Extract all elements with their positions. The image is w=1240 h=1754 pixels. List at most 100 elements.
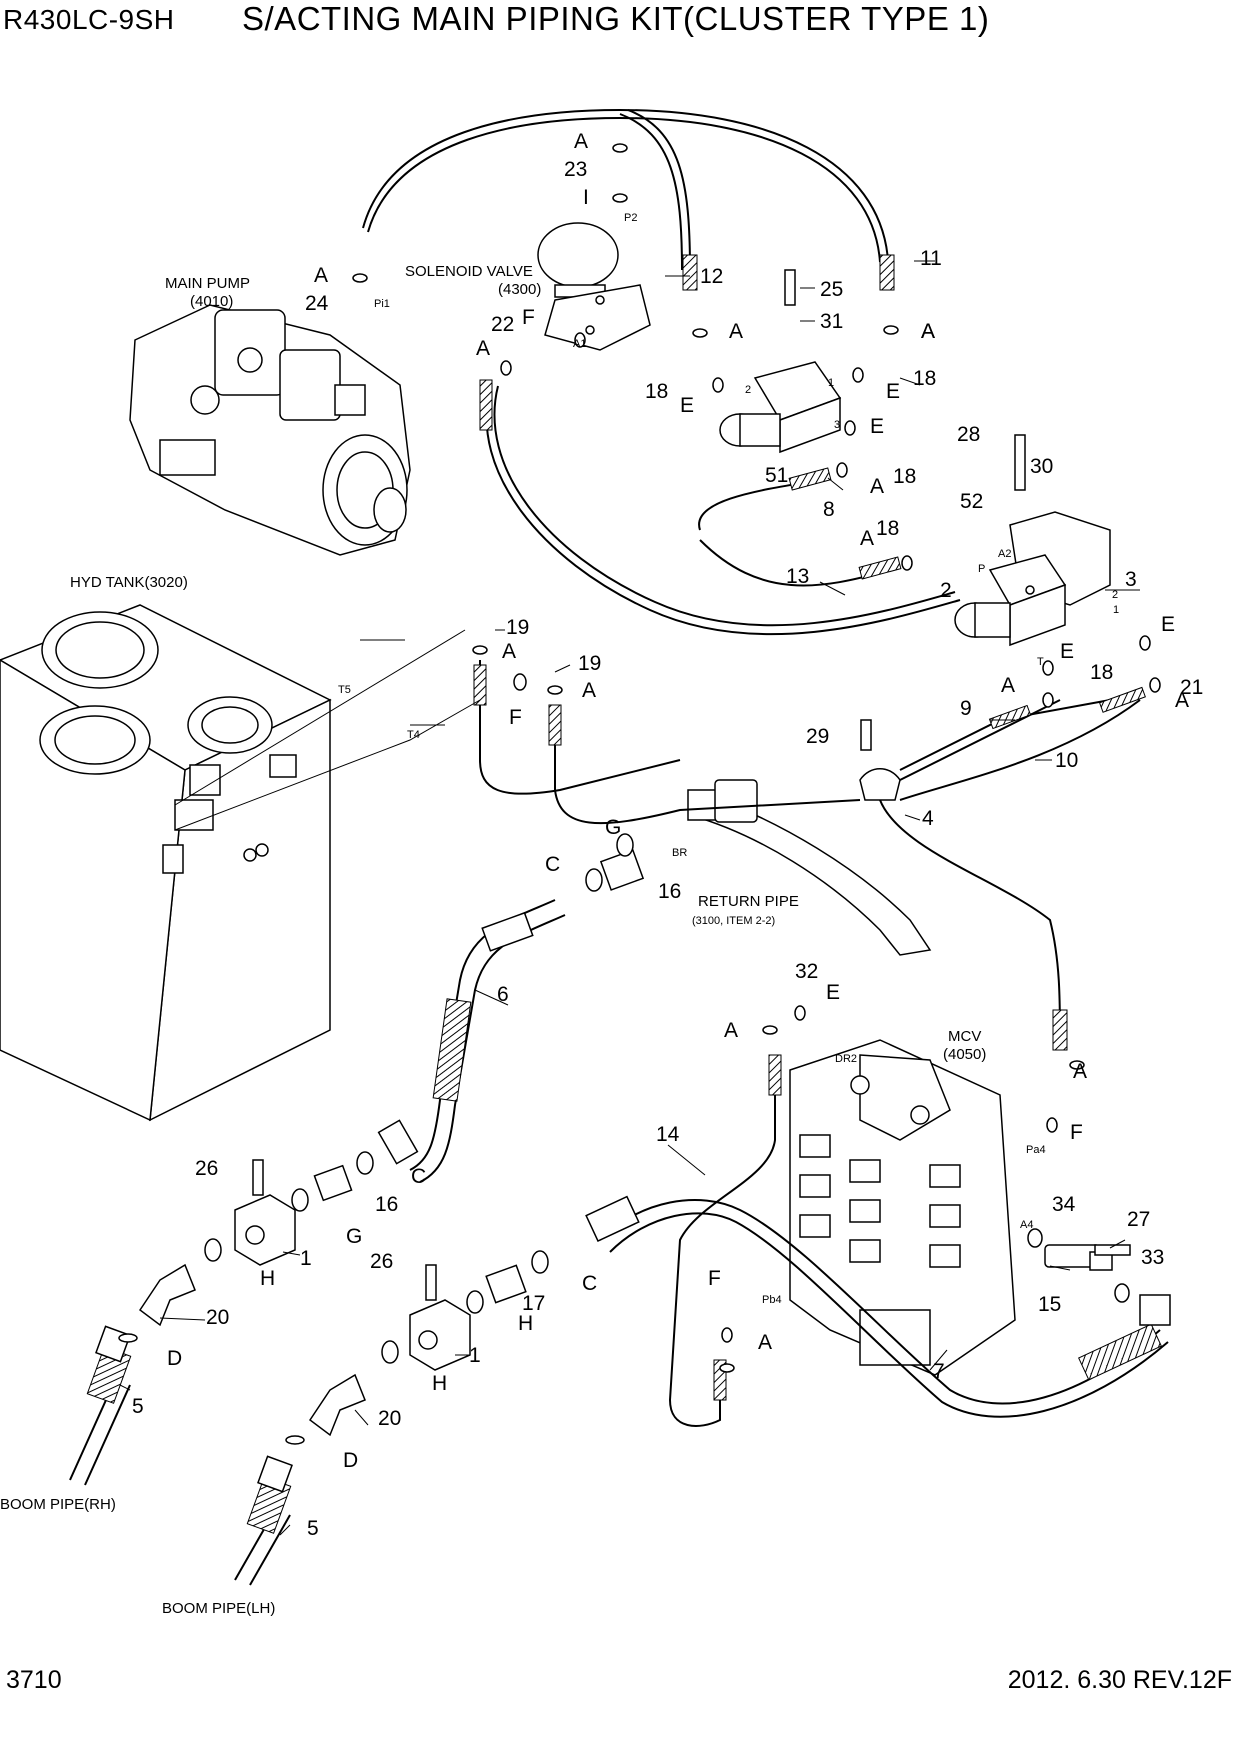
callout: 8 xyxy=(823,498,835,521)
main-pump-code: (4010) xyxy=(190,293,233,310)
callout: A xyxy=(574,130,588,153)
block-1-upper xyxy=(234,1194,296,1266)
callout: 52 xyxy=(960,490,983,513)
component-label-mcv: MCV (4050) xyxy=(943,1028,986,1063)
callout: A xyxy=(758,1331,772,1354)
callout: F xyxy=(1070,1121,1083,1144)
callout: 12 xyxy=(700,265,723,288)
callout: C xyxy=(582,1272,597,1295)
callout: 18 xyxy=(913,367,936,390)
callout: 17 xyxy=(522,1292,545,1315)
callout: 16 xyxy=(375,1193,398,1216)
bolts xyxy=(252,269,1131,1301)
callout: 26 xyxy=(370,1250,393,1273)
port-label: P xyxy=(978,563,985,575)
callout: E xyxy=(680,394,694,417)
callout: A xyxy=(921,320,935,343)
mcv-label: MCV xyxy=(948,1028,981,1045)
callout: 24 xyxy=(305,292,329,315)
callout: A xyxy=(1175,689,1189,712)
elbow-20-upper xyxy=(138,1263,196,1327)
callout: A xyxy=(724,1019,738,1042)
callout: 26 xyxy=(195,1157,218,1180)
callout: C xyxy=(411,1165,426,1188)
callout: A xyxy=(921,320,935,343)
port-label: BR xyxy=(672,847,687,859)
return-pipe-drawing xyxy=(687,779,932,956)
callout: 18 xyxy=(893,465,916,488)
callout: 20 xyxy=(378,1407,401,1430)
o-rings xyxy=(118,143,1161,1445)
callout: 15 xyxy=(1038,1293,1061,1316)
component-label-solenoid-valve: SOLENOID VALVE (4300) xyxy=(405,263,541,298)
callouts: A 23 I A 24 22 F A 12 25 A 31 A 11 A 18 … xyxy=(132,130,1203,1540)
hyd-tank-drawing xyxy=(0,604,332,1122)
callout: A xyxy=(476,337,490,360)
callout: 1 xyxy=(469,1344,481,1367)
block-1-lower xyxy=(409,1299,471,1371)
callout: 22 xyxy=(491,313,514,336)
port-label: 1 xyxy=(1113,604,1119,616)
callout: D xyxy=(167,1347,182,1370)
callout: 11 xyxy=(920,247,942,270)
pipes xyxy=(69,108,1171,1586)
clamp-4 xyxy=(859,768,901,801)
solenoid-valve-code: (4300) xyxy=(498,281,541,298)
port-label: 1 xyxy=(828,377,834,389)
fittings xyxy=(138,269,1131,1437)
callout: F xyxy=(509,706,522,729)
callout: 34 xyxy=(1052,1193,1076,1216)
solenoid-valve-drawing xyxy=(537,222,651,351)
port-label: P2 xyxy=(624,212,637,224)
callout: 5 xyxy=(307,1517,319,1540)
boom-pipe-rh-label: BOOM PIPE(RH) xyxy=(0,1496,116,1513)
callout: 28 xyxy=(957,423,980,446)
port-flange-15 xyxy=(1044,1244,1113,1271)
port-label: Pa4 xyxy=(1026,1144,1046,1156)
solenoid-valve-label: SOLENOID VALVE xyxy=(405,263,533,280)
callout: F xyxy=(522,306,535,329)
adapter-16-lower xyxy=(599,849,645,891)
mcv-drawing xyxy=(789,1039,1113,1376)
callout: E xyxy=(1060,640,1074,663)
callout: G xyxy=(346,1225,362,1248)
elbow-20-lower xyxy=(308,1373,366,1437)
port-label: T xyxy=(1037,656,1044,668)
main-pump-label: MAIN PUMP xyxy=(165,275,250,292)
callout: C xyxy=(545,853,560,876)
callout: 18 xyxy=(645,380,668,403)
callout: 51 xyxy=(765,464,788,487)
callout: 1 xyxy=(300,1247,312,1270)
callout: 14 xyxy=(656,1123,680,1146)
callout: 25 xyxy=(820,278,843,301)
adapter-17 xyxy=(485,1264,527,1304)
callout: I xyxy=(583,186,589,209)
model-number: R430LC-9SH xyxy=(3,4,175,35)
callout: 9 xyxy=(960,697,972,720)
leader-lines xyxy=(119,260,1140,1536)
callout: A xyxy=(582,679,596,702)
callout: 3 xyxy=(1125,568,1137,591)
callout: 2 xyxy=(940,579,952,602)
callout: E xyxy=(886,380,900,403)
callout: E xyxy=(826,981,840,1004)
callout: 7 xyxy=(933,1360,945,1383)
callout: E xyxy=(870,415,884,438)
port-label: A4 xyxy=(1020,1219,1033,1231)
callout: 20 xyxy=(206,1306,229,1329)
mcv-code: (4050) xyxy=(943,1046,986,1063)
callout: A xyxy=(1073,1060,1087,1083)
valve-2-drawing xyxy=(954,511,1111,647)
callout: 29 xyxy=(806,725,829,748)
revision-date: 2012. 6.30 REV.12F xyxy=(1007,1666,1232,1694)
port-label: T5 xyxy=(338,684,351,696)
callout: 6 xyxy=(497,983,509,1006)
port-label: A1 xyxy=(573,338,586,350)
port-label: A2 xyxy=(998,548,1011,560)
callout: 19 xyxy=(578,652,601,675)
port-label: 2 xyxy=(745,384,751,396)
callout: 19 xyxy=(506,616,529,639)
mcv-spools xyxy=(799,1075,961,1268)
adapter-16-upper xyxy=(313,1164,353,1202)
